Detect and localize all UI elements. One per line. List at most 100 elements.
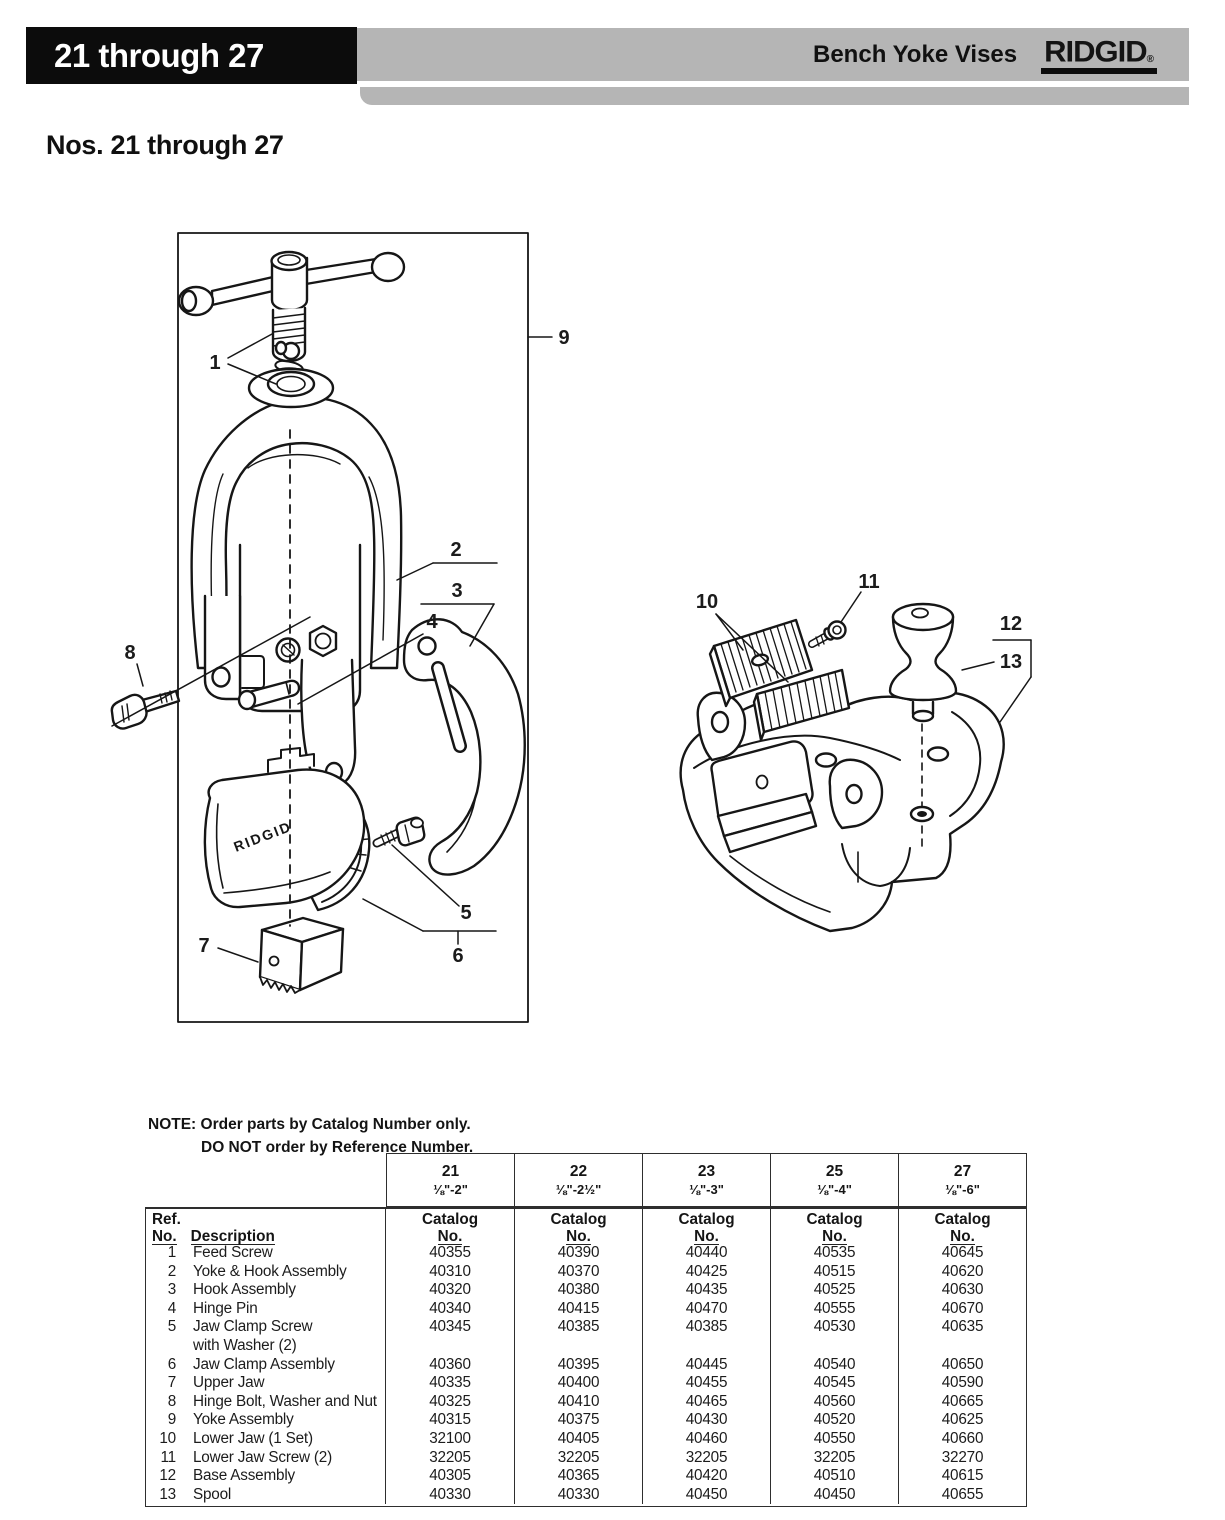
part-ref-no: 1 bbox=[167, 1244, 177, 1261]
catalog-header-27: Catalog No. bbox=[898, 1209, 1026, 1245]
ridgid-logo-text: RIDGID bbox=[1044, 34, 1147, 68]
catalog-number: 40555 bbox=[770, 1299, 898, 1319]
ref-description-header: Ref. No.Description bbox=[146, 1209, 385, 1245]
catalog-number: 40405 bbox=[514, 1429, 642, 1449]
catalog-number: 40355 bbox=[385, 1244, 514, 1263]
part-ref-no: 6 bbox=[167, 1355, 177, 1373]
hook-drawing bbox=[402, 618, 526, 876]
description-header: Description bbox=[190, 1228, 275, 1245]
catalog-number: 40425 bbox=[642, 1262, 770, 1282]
part-description: Spool bbox=[193, 1485, 232, 1503]
ridgid-logo: RIDGID® bbox=[1041, 36, 1157, 74]
hinge-bolt-drawing bbox=[110, 689, 181, 730]
catalog-number: 40470 bbox=[642, 1299, 770, 1319]
model-number: 25 bbox=[825, 1163, 844, 1181]
product-name: Bench Yoke Vises bbox=[813, 40, 1018, 68]
callout-1: 1 bbox=[209, 352, 220, 374]
jaw-clamp-drawing: RIDGID bbox=[203, 747, 426, 912]
catalog-number: 40345 bbox=[385, 1318, 514, 1356]
registered-mark: ® bbox=[1146, 53, 1154, 65]
catalog-number: 40305 bbox=[385, 1467, 514, 1486]
catalog-number: 40560 bbox=[770, 1392, 898, 1412]
left-callout-leaders bbox=[111, 333, 553, 963]
catalog-number: 40590 bbox=[898, 1374, 1026, 1393]
catalog-number: 40400 bbox=[514, 1374, 642, 1393]
catalog-number: 40630 bbox=[898, 1281, 1026, 1300]
callout-10: 10 bbox=[696, 591, 718, 613]
catalog-number: 40330 bbox=[385, 1485, 514, 1505]
catalog-number: 40390 bbox=[514, 1244, 642, 1263]
part-description: Hook Assembly bbox=[193, 1281, 296, 1299]
catalog-number: 40615 bbox=[898, 1467, 1026, 1486]
part-description: Upper Jaw bbox=[193, 1374, 265, 1392]
catalog-number: 40545 bbox=[770, 1374, 898, 1393]
part-row-desc-cell: 9 Yoke Assembly bbox=[146, 1411, 385, 1430]
catalog-number: 40415 bbox=[514, 1299, 642, 1319]
catalog-number: 40335 bbox=[385, 1374, 514, 1393]
page-title: Nos. 21 through 27 bbox=[46, 130, 284, 160]
header-gray-bar: Bench Yoke Vises RIDGID® bbox=[357, 28, 1189, 81]
header-gray-rule bbox=[360, 87, 1189, 105]
part-description: Yoke & Hook Assembly bbox=[193, 1262, 347, 1280]
catalog-number: 40660 bbox=[898, 1429, 1026, 1449]
catalog-number: 40670 bbox=[898, 1299, 1026, 1319]
part-description: Lower Jaw (1 Set) bbox=[193, 1429, 313, 1447]
catalog-number: 40340 bbox=[385, 1299, 514, 1319]
part-ref-no: 8 bbox=[167, 1392, 177, 1410]
catalog-number: 40370 bbox=[514, 1262, 642, 1282]
catalog-number: 40540 bbox=[770, 1355, 898, 1375]
left-diagram-yoke-vise: RIDGID bbox=[110, 232, 570, 1023]
catalog-number: 40650 bbox=[898, 1355, 1026, 1375]
catalog-number: 40510 bbox=[770, 1467, 898, 1486]
part-ref-no: 7 bbox=[167, 1374, 177, 1392]
catalog-number: 32205 bbox=[770, 1448, 898, 1468]
part-ref-no: 9 bbox=[167, 1411, 177, 1429]
catalog-number: 40385 bbox=[642, 1318, 770, 1356]
catalog-number: 40450 bbox=[770, 1485, 898, 1505]
catalog-number: 40325 bbox=[385, 1392, 514, 1412]
callout-13: 13 bbox=[1000, 651, 1022, 673]
part-description: Yoke Assembly bbox=[193, 1411, 294, 1429]
catalog-number: 40460 bbox=[642, 1429, 770, 1449]
callout-5: 5 bbox=[460, 902, 471, 924]
catalog-number: 40380 bbox=[514, 1281, 642, 1300]
catalog-header-label: Catalog bbox=[421, 1211, 479, 1228]
ordering-note-line1: NOTE: Order parts by Catalog Number only… bbox=[148, 1116, 471, 1133]
catalog-number: 40410 bbox=[514, 1392, 642, 1412]
base-casting-drawing bbox=[679, 691, 1005, 933]
catalog-number: 40535 bbox=[770, 1244, 898, 1263]
ref-header-line1: Ref. bbox=[152, 1211, 181, 1228]
model-size-range: ⅛"-3" bbox=[689, 1182, 724, 1197]
catalog-number: 32205 bbox=[385, 1448, 514, 1468]
catalog-header-no: No. bbox=[950, 1228, 975, 1245]
catalog-number: 40420 bbox=[642, 1467, 770, 1486]
callout-12: 12 bbox=[1000, 613, 1022, 635]
catalog-number: 40525 bbox=[770, 1281, 898, 1300]
callout-9: 9 bbox=[558, 327, 569, 349]
model-number: 22 bbox=[569, 1163, 588, 1181]
catalog-number: 40310 bbox=[385, 1262, 514, 1282]
catalog-header-label: Catalog bbox=[678, 1211, 735, 1228]
jaw-brand-engraving: RIDGID bbox=[231, 818, 294, 855]
callout-4: 4 bbox=[426, 611, 438, 633]
catalog-number: 40515 bbox=[770, 1262, 898, 1282]
catalog-number: 40635 bbox=[898, 1318, 1026, 1356]
catalog-number: 40465 bbox=[642, 1392, 770, 1412]
callout-8: 8 bbox=[124, 642, 135, 664]
catalog-header-label: Catalog bbox=[806, 1211, 863, 1228]
catalog-number: 40445 bbox=[642, 1355, 770, 1375]
part-description-line2: with Washer (2) bbox=[193, 1336, 297, 1354]
catalog-header-25: Catalog No. bbox=[770, 1209, 898, 1245]
lower-jaw-screw-drawing bbox=[808, 620, 847, 648]
